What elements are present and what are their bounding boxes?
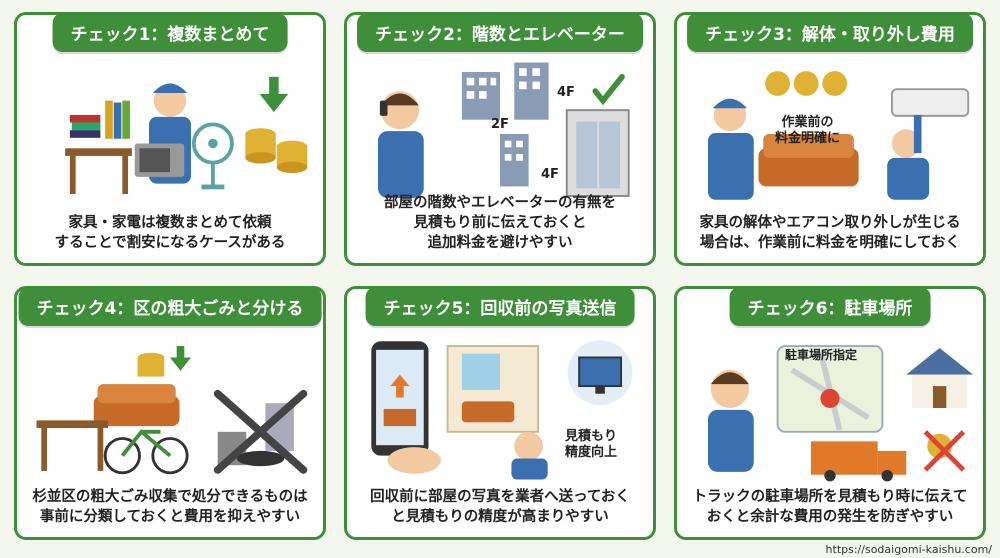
parking-spot-label: 駐車場所指定	[785, 348, 858, 362]
price-clear-label: 作業前の 料金明確に	[775, 115, 841, 146]
card-check-3: チェック3：解体・取り外し費用	[674, 12, 986, 266]
card-check-2: チェック2：階数とエレベーター	[344, 12, 656, 266]
furniture-bicycle-trash-icon	[36, 346, 308, 475]
card-check-1: チェック1：複数まとめて	[14, 12, 326, 266]
card-description: 部屋の階数やエレベーターの有無を 見積もり前に伝えておくと 追加料金を避けやすい	[384, 195, 616, 251]
card-title: チェック6：駐車場所	[729, 287, 931, 326]
card-title: チェック3：解体・取り外し費用	[687, 13, 973, 52]
card-description: 家具・家電は複数まとめて依頼 することで割安になるケースがある	[54, 215, 286, 251]
card-title: チェック4：区の粗大ごみと分ける	[18, 287, 322, 326]
card-check-5: チェック5：回収前の写真送信	[344, 286, 656, 540]
card-check-6: チェック6：駐車場所	[674, 286, 986, 540]
checklist-grid: チェック1：複数まとめて	[14, 12, 986, 540]
bundle-illustration	[27, 59, 313, 209]
floor-elevator-illustration: 2F 4F 4F	[357, 59, 643, 209]
card-title: チェック1：複数まとめて	[52, 13, 288, 52]
card-title: チェック5：回収前の写真送信	[365, 287, 635, 326]
floor-label-4f-top: 4F	[557, 85, 575, 100]
floor-label-4f-bottom: 4F	[541, 167, 559, 182]
worker-sofa-aircon-icon	[707, 71, 970, 200]
card-description: 家具の解体やエアコン取り外しが生じる 場合は、作業前に料金を明確にしておく	[699, 215, 961, 251]
source-url: https://sodaigomi-kaishu.com/	[825, 543, 992, 556]
worker-furniture-icon	[65, 76, 308, 195]
card-check-4: チェック4：区の粗大ごみと分ける	[14, 286, 326, 540]
disassembly-illustration: 作業前の 料金明確に	[687, 59, 973, 209]
map-truck-house-icon	[707, 345, 973, 482]
smartphone-room-photo-icon	[371, 340, 633, 480]
card-description: 杉並区の粗大ごみ収集で処分できるものは 事前に分類しておくと費用を抑えやすい	[32, 489, 308, 525]
card-description: 回収前に部屋の写真を業者へ送っておく と見積もりの精度が高まりやすい	[370, 489, 630, 525]
building-elevator-icon	[377, 62, 630, 198]
separate-garbage-illustration	[27, 333, 313, 483]
parking-illustration: 駐車場所指定	[687, 333, 973, 483]
photo-send-illustration: 見積もり 精度向上	[357, 333, 643, 483]
card-description: トラックの駐車場所を見積もり時に伝えて おくと余計な費用の発生を防ぎやすい	[692, 489, 968, 525]
floor-label-2f: 2F	[491, 117, 509, 132]
accuracy-label: 見積もり 精度向上	[565, 429, 618, 460]
card-title: チェック2：階数とエレベーター	[357, 13, 643, 52]
